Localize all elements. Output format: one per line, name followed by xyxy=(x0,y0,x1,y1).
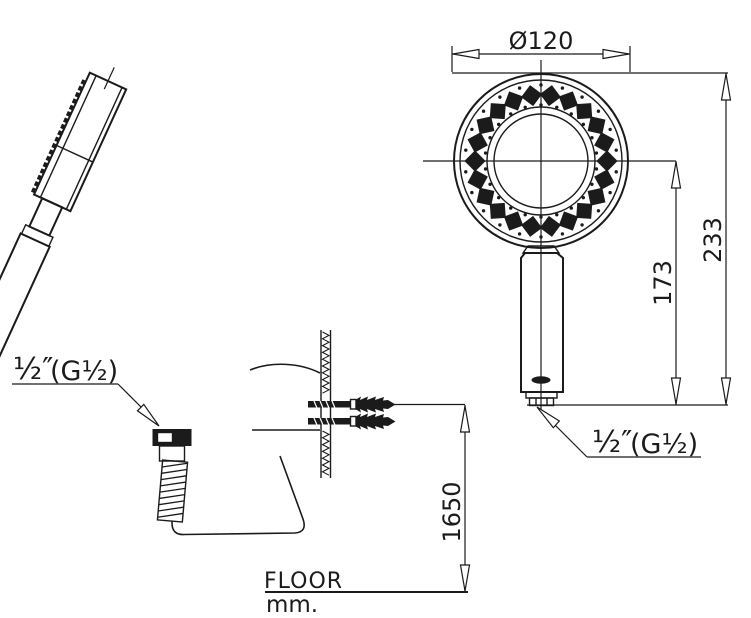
mode-button xyxy=(531,376,551,384)
mounting-screw-top xyxy=(308,396,396,413)
neck xyxy=(27,196,64,237)
face-inner-circle xyxy=(486,106,596,216)
units-text: mm. xyxy=(266,592,318,618)
dimension-center-to-outlet: 173 xyxy=(649,161,682,405)
supply-connection-thread-text: (G½) xyxy=(50,356,118,387)
leader-arrow xyxy=(533,403,560,429)
head-divider-line xyxy=(56,144,94,163)
head-outer-circle xyxy=(453,73,629,249)
handle-side xyxy=(0,232,52,369)
front-view-hand-shower xyxy=(423,60,676,412)
label-supply-connection: ½″ (G½) xyxy=(12,352,163,430)
side-view-body xyxy=(0,67,128,369)
dimension-head-diameter-text: Ø120 xyxy=(509,27,574,55)
body-edge-line xyxy=(65,87,123,210)
face-center-circle xyxy=(493,113,589,209)
bracket-top-edge xyxy=(249,363,321,374)
dimension-mounting-height: 1650 xyxy=(438,405,471,592)
spray-nozzles-side xyxy=(30,79,87,194)
wall-hatch-pattern xyxy=(321,331,331,476)
outlet-connection-thread-text: (G½) xyxy=(630,429,698,460)
dimension-head-diameter: Ø120 xyxy=(451,27,631,72)
floor-text: FLOOR xyxy=(264,569,343,594)
spray-nozzle-ring xyxy=(464,83,618,239)
dimension-overall-height-text: 233 xyxy=(699,217,727,263)
wall-mount xyxy=(249,330,465,478)
outlet-connection-size-text: ½″ xyxy=(592,425,632,460)
neck-front xyxy=(521,245,561,254)
shower-head-side xyxy=(32,71,128,213)
dimension-center-to-outlet-text: 173 xyxy=(649,260,677,306)
shower-hose xyxy=(152,429,305,536)
label-outlet-connection: ½″ (G½) xyxy=(533,403,701,460)
supply-connection-size-text: ½″ xyxy=(13,352,53,387)
leader-arrow xyxy=(136,403,163,430)
supply-connector xyxy=(152,429,192,523)
handle-front xyxy=(520,252,564,393)
hose-loop xyxy=(171,455,305,536)
head-rim-circle xyxy=(459,79,623,243)
face-plate-line xyxy=(39,75,97,198)
dimension-overall-height: 233 xyxy=(699,73,732,405)
dimension-mounting-height-text: 1650 xyxy=(438,481,466,542)
centerline-tick xyxy=(103,67,115,90)
side-view-hand-shower xyxy=(0,67,128,369)
nut-body xyxy=(158,445,186,462)
hose-coupling-left xyxy=(156,459,189,523)
floor-reference: FLOOR mm. xyxy=(264,569,468,618)
hex-nut-facet xyxy=(156,431,174,444)
